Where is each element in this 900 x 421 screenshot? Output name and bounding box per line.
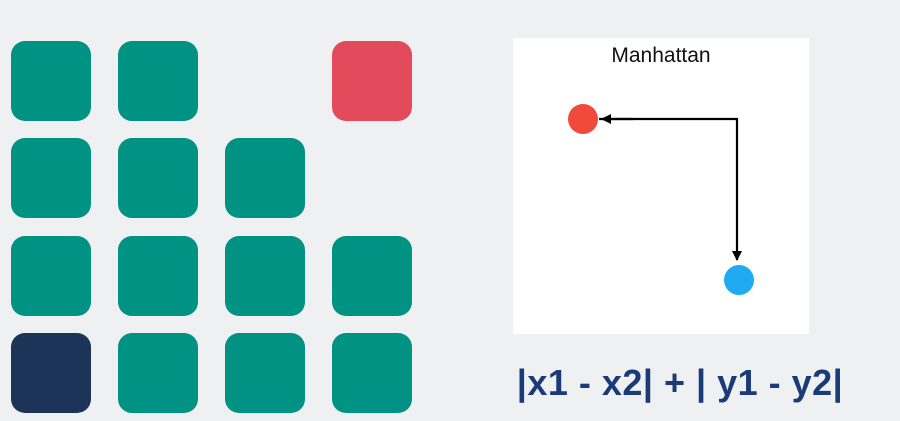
start-tile [11,333,91,413]
diagram-title: Manhattan [611,44,711,67]
grid-tile [118,333,198,413]
grid-tile [118,236,198,316]
grid-tile [225,138,305,218]
empty-grid-cell [332,138,412,218]
grid-tile [332,236,412,316]
grid-tile [225,333,305,413]
grid-tile [332,333,412,413]
manhattan-diagram-panel: Manhattan [513,38,809,334]
grid-tile [118,41,198,121]
start-point-red [568,104,598,134]
grid-tile [225,236,305,316]
manhattan-path-diagram [568,104,754,295]
goal-tile [332,41,412,121]
vertical-path-segment [599,117,742,261]
tile-grid [0,0,440,421]
grid-tile [11,41,91,121]
end-point-blue [724,265,754,295]
grid-tile [11,138,91,218]
grid-tile [118,138,198,218]
grid-tile [11,236,91,316]
manhattan-formula: |x1 - x2| + | y1 - y2| [516,362,844,403]
empty-grid-cell [225,41,305,121]
